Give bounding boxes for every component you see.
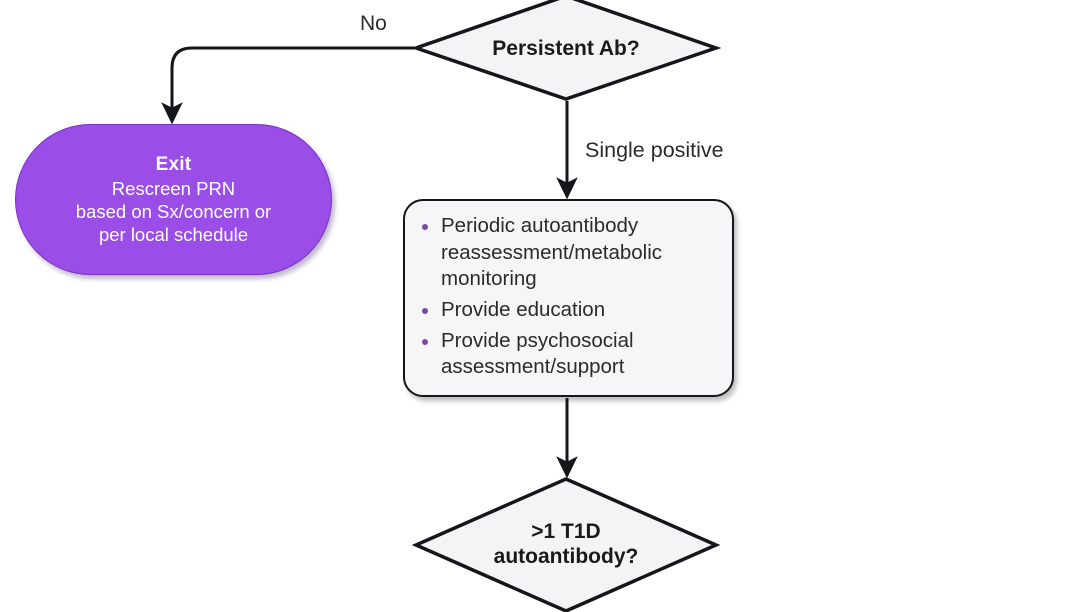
edge-no-to-exit [161, 46, 414, 125]
exit-title: Exit [155, 153, 192, 175]
bullet-icon [422, 339, 428, 346]
monitoring-bullet-list: Periodic autoantibody reassessment/metab… [419, 213, 720, 385]
process-monitoring-box[interactable]: Periodic autoantibody reassessment/metab… [403, 199, 734, 397]
edge-label-no: No [360, 12, 387, 35]
decision-persistent-ab[interactable]: Persistent Ab? [410, 0, 722, 101]
list-item: Provide psychosocial assessment/support [419, 328, 720, 381]
list-item: Provide education [419, 297, 720, 324]
diamond-shape [411, 477, 721, 612]
exit-body: Rescreen PRN based on Sx/concern or per … [75, 177, 272, 245]
terminator-exit[interactable]: Exit Rescreen PRN based on Sx/concern or… [15, 124, 332, 275]
decision-multiple-autoantibody[interactable]: >1 T1D autoantibody? [411, 477, 721, 612]
list-item-text: Periodic autoantibody reassessment/metab… [441, 214, 663, 291]
list-item: Periodic autoantibody reassessment/metab… [419, 213, 720, 293]
list-item-text: Provide education [441, 297, 606, 321]
bullet-icon [422, 308, 428, 315]
list-item-text: Provide psychosocial assessment/support [441, 328, 634, 379]
edge-label-single-positive: Single positive [585, 138, 724, 162]
diamond-shape [410, 0, 722, 101]
bullet-icon [422, 224, 428, 231]
